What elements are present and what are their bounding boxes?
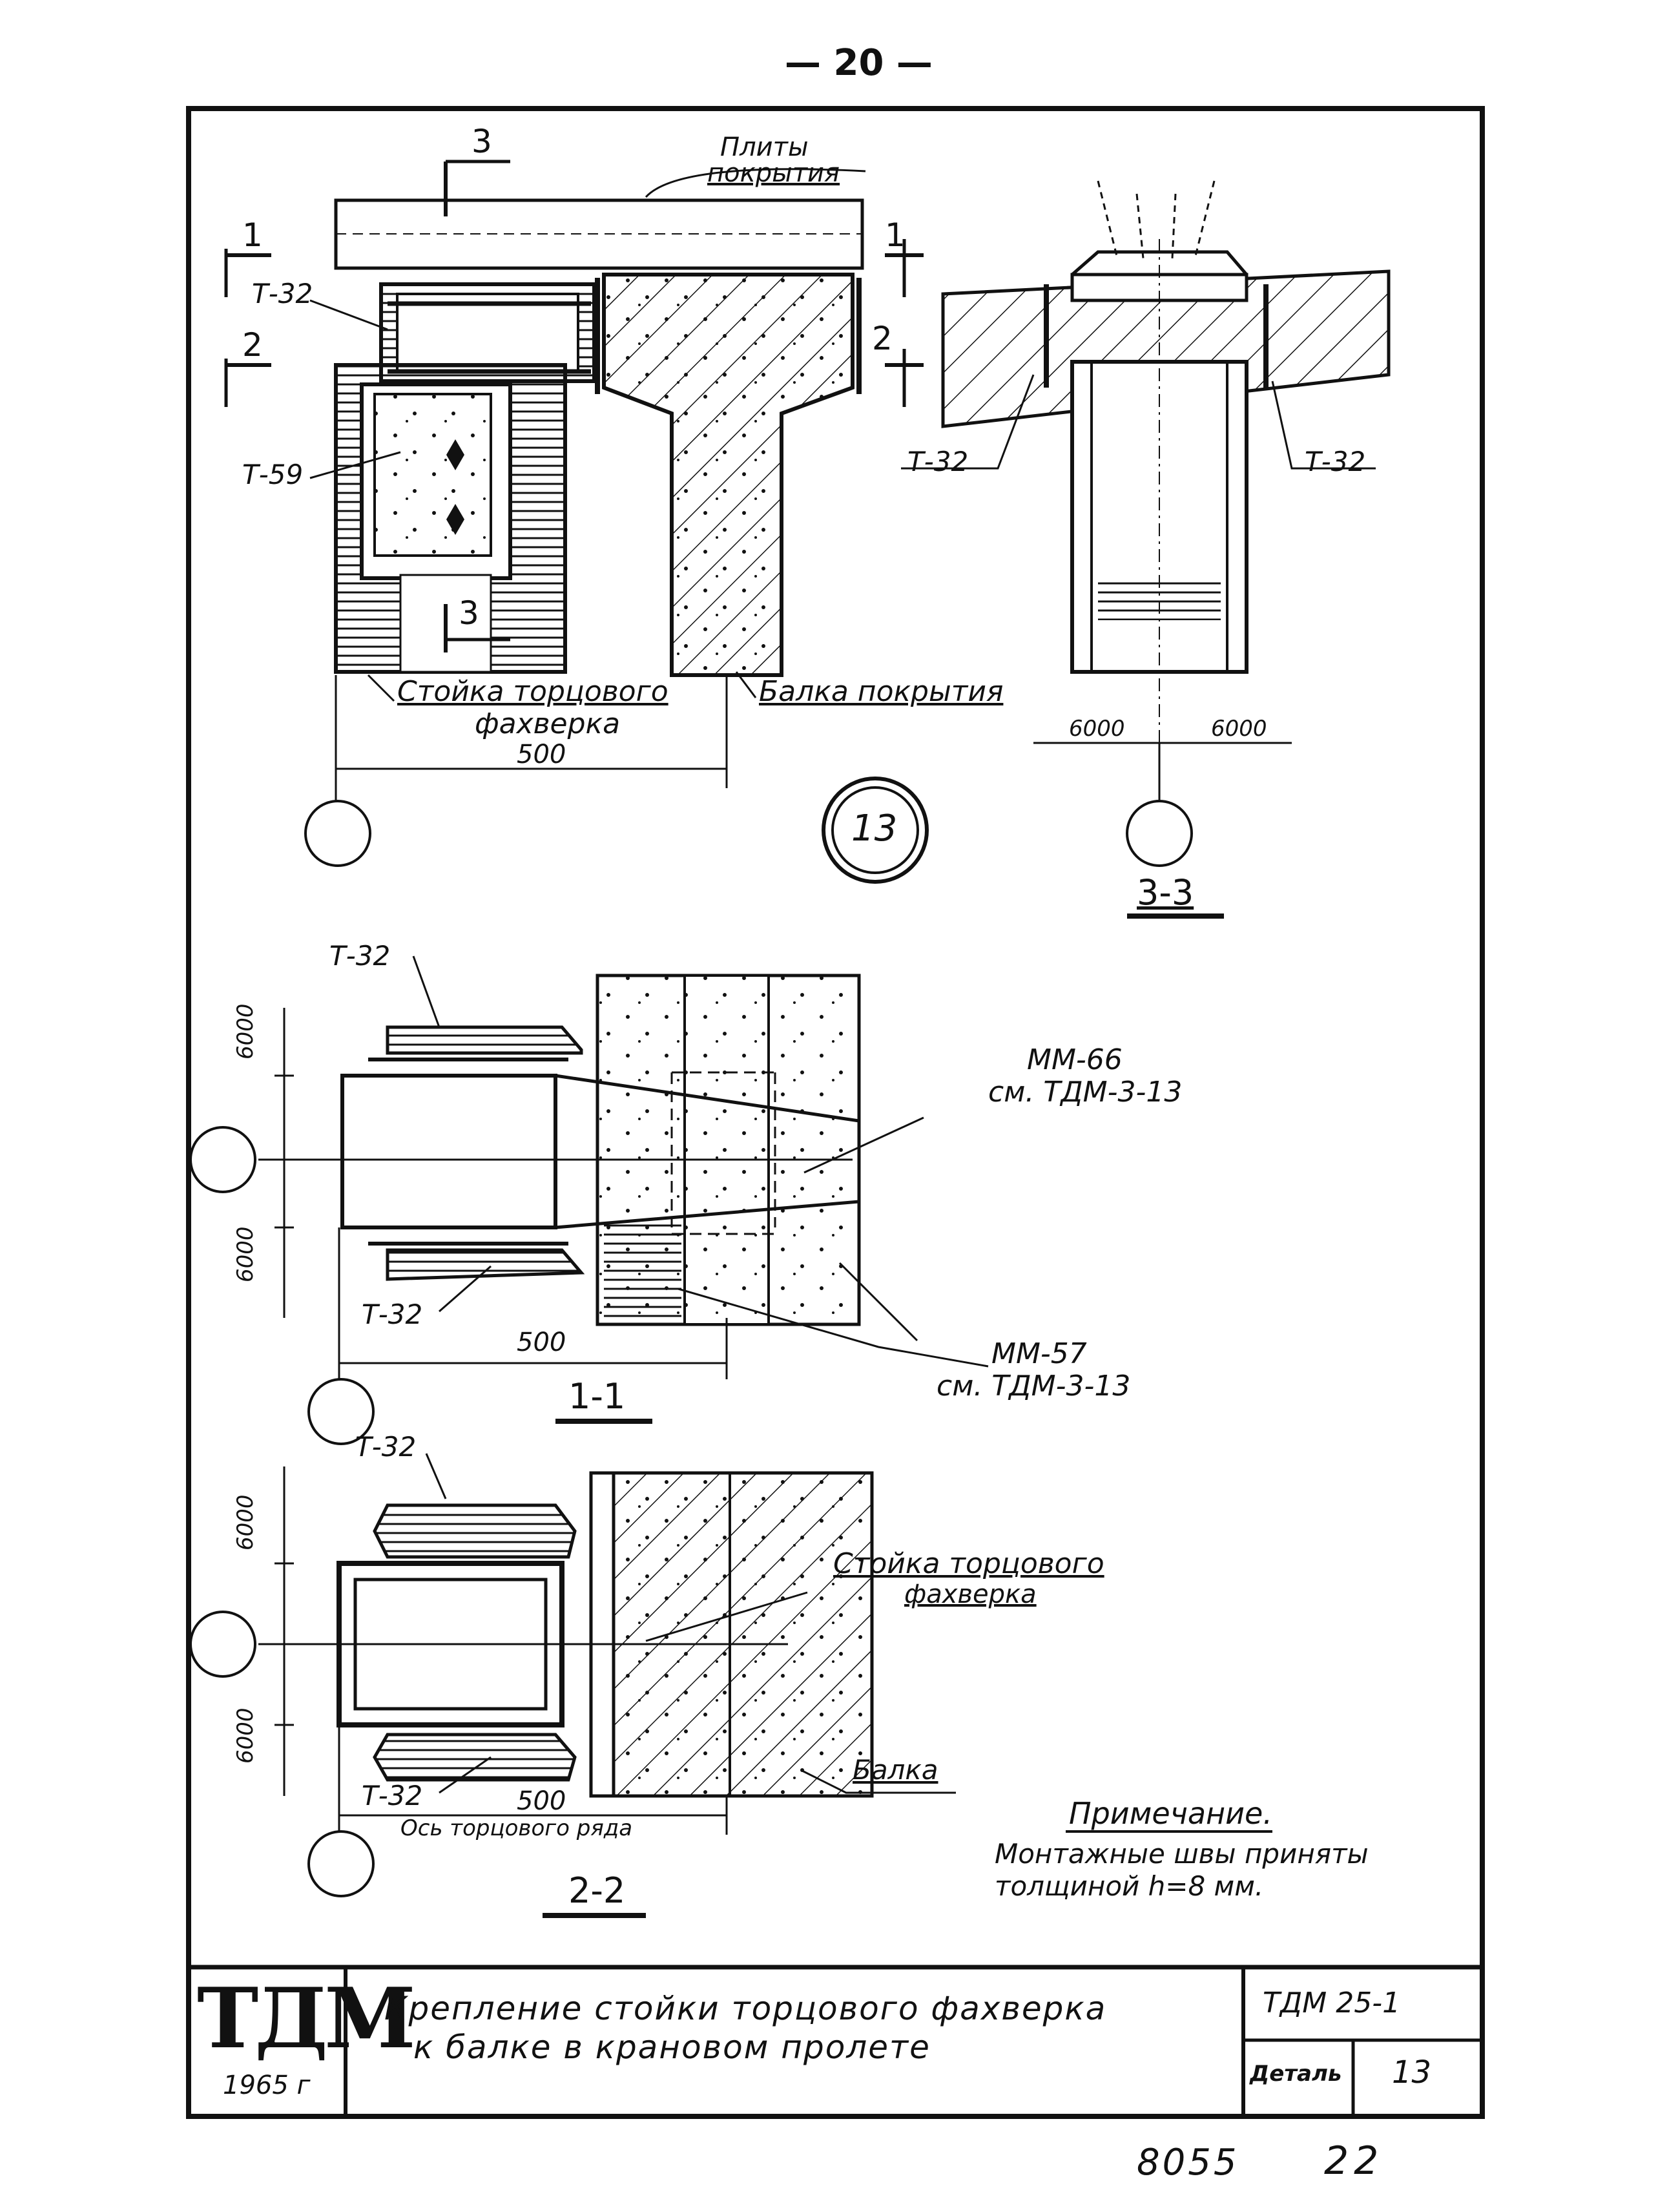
doc-code: ТДМ 25-1: [1263, 1987, 1401, 2019]
axis-label-2-2: Ось торцового ряда: [400, 1815, 633, 1841]
section-1-1-drawing: [189, 955, 989, 1445]
weld-label-1-1-bottom: Т-32: [362, 1299, 423, 1330]
dim-6000-1-1-lower: 6000: [233, 1226, 258, 1282]
mm66-label-line2: см. ТДМ-3-13: [988, 1076, 1183, 1109]
column-label-2-2-line1: Стойка торцового: [833, 1547, 1104, 1580]
column-label-line1: Стойка торцового: [397, 675, 668, 708]
axis-bubble-3-3: [1126, 800, 1193, 867]
dim-6000-1-1-upper: 6000: [233, 1003, 258, 1059]
dim-6000-3-3-left: 6000: [1069, 716, 1125, 742]
cut-mark-2-left: 2: [242, 326, 263, 364]
axis-bubble-2-2-mid: [189, 1611, 256, 1678]
column-label-2-2-line2: фахверка: [904, 1580, 1037, 1609]
detail-circle-outer: [822, 777, 929, 884]
tdm-logo: ТДМ: [197, 1970, 416, 2067]
axis-bubble-2-2-bottom: [307, 1830, 375, 1897]
section-2-2-drawing: [189, 1453, 1272, 1918]
drawing-frame: [186, 106, 1485, 2119]
beam-label: Балка покрытия: [759, 675, 1004, 708]
drawing-title-line1: Крепление стойки торцового фахверка: [384, 1990, 1107, 2027]
dim-500-top: 500: [517, 740, 566, 769]
note-line1: Монтажные швы приняты: [995, 1838, 1369, 1870]
axis-bubble-1-1-bottom: [307, 1378, 375, 1445]
detail-circle-inner: [831, 786, 919, 874]
detail-label: Деталь: [1250, 2061, 1342, 2087]
beam-label-2-2: Балка: [853, 1754, 938, 1786]
mm57-label-line1: ММ-57: [991, 1337, 1087, 1370]
plates-label-line1: Плиты: [720, 132, 809, 162]
weld-label-t32-top: Т-32: [252, 278, 313, 309]
weld-label-t32-3-3-right: Т-32: [1305, 446, 1366, 477]
note-title: Примечание.: [1069, 1796, 1272, 1831]
note-line2: толщиной h=8 мм.: [995, 1870, 1264, 1902]
axis-bubble-top-left: [304, 800, 371, 867]
section-3-3-drawing: [901, 180, 1391, 919]
weld-label-t59: Т-59: [242, 459, 304, 490]
dim-6000-2-2-upper: 6000: [233, 1494, 258, 1550]
detail-number: 13: [851, 808, 898, 850]
page-number: — 20 —: [785, 42, 933, 84]
dim-500-2-2: 500: [517, 1786, 566, 1816]
cut-mark-3-bottom: 3: [459, 594, 479, 632]
weld-label-t32-3-3-left: Т-32: [907, 446, 969, 477]
column-label-line2: фахверка: [475, 707, 621, 740]
mm57-label-line2: см. ТДМ-3-13: [937, 1370, 1131, 1403]
mm66-label-line1: ММ-66: [1027, 1043, 1123, 1076]
bottom-stamp-right: 22: [1324, 2138, 1384, 2184]
cut-mark-1-right: 1: [885, 216, 906, 254]
dim-6000-2-2-lower: 6000: [233, 1707, 258, 1764]
dim-6000-3-3-right: 6000: [1211, 716, 1267, 742]
section-title-1-1: 1-1: [568, 1376, 626, 1417]
section-title-2-2: 2-2: [568, 1870, 626, 1911]
drawing-title-line2: к балке в крановом пролете: [413, 2029, 931, 2066]
cut-mark-3-top: 3: [471, 123, 492, 160]
plates-label-line2: покрытия: [707, 158, 840, 188]
title-block-year: 1965 г: [223, 2071, 311, 2100]
top-view-elevation: [224, 160, 924, 867]
weld-label-2-2-top: Т-32: [355, 1431, 417, 1463]
weld-label-2-2-bottom: Т-32: [362, 1780, 423, 1811]
weld-label-1-1-top: Т-32: [329, 940, 391, 972]
axis-bubble-1-1-mid: [189, 1126, 256, 1193]
section-title-3-3: 3-3: [1137, 872, 1194, 913]
cut-mark-1-left: 1: [242, 216, 263, 254]
dim-500-1-1: 500: [517, 1328, 566, 1357]
detail-number-title-block: 13: [1392, 2054, 1432, 2091]
cut-mark-2-right: 2: [872, 320, 893, 357]
bottom-stamp-left: 8055: [1137, 2142, 1239, 2184]
